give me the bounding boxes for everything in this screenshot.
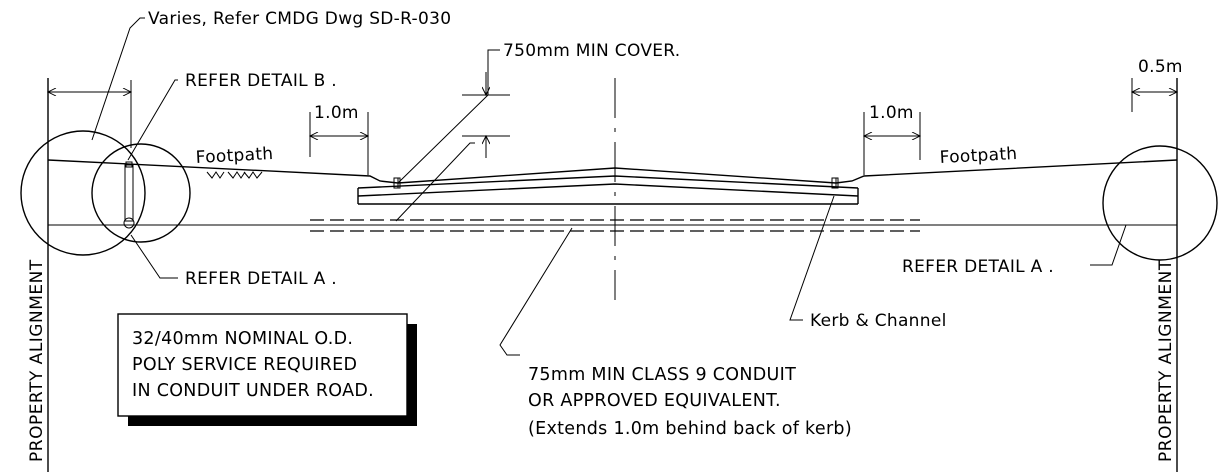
service-note-line3: IN CONDUIT UNDER ROAD. [132,381,374,401]
conduit-note-line3: (Extends 1.0m behind back of kerb) [528,419,852,439]
surface-right [835,159,1178,184]
dimension-1m-right [864,112,920,175]
footpath-right-label: Footpath [939,144,1018,168]
dimension-1m-right-label: 1.0m [869,103,914,123]
min-cover-label: 750mm MIN COVER. [503,41,681,61]
property-alignment-right-label: PROPERTY ALIGNMENT [1156,259,1176,462]
refer-detail-b-label: REFER DETAIL B . [185,71,337,91]
conduit-note-line1: 75mm MIN CLASS 9 CONDUIT [528,365,796,385]
dimension-1m-left-label: 1.0m [314,103,359,123]
footpath-left-label: Footpath [195,144,274,168]
detail-a-circle-right [1102,145,1218,261]
dimension-1m-left [310,112,368,175]
detail-a-circle-left [20,130,146,256]
service-note-box: 32/40mm NOMINAL O.D. POLY SERVICE REQUIR… [117,313,417,426]
service-riser [123,161,135,229]
property-alignment-left-label: PROPERTY ALIGNMENT [27,259,47,462]
dimension-varies [48,78,131,148]
kerb-left [393,177,401,189]
detail-b-circle [91,143,191,243]
dimension-0-5m [1132,78,1177,112]
refer-detail-a-left-label: REFER DETAIL A . [185,269,337,289]
refer-detail-a-right-label: REFER DETAIL A . [902,257,1054,277]
kerb-right [831,177,839,189]
kerb-channel-label: Kerb & Channel [810,311,947,331]
road-pavement-layers [357,167,859,205]
grass-hatching [206,171,263,179]
service-note-line1: 32/40mm NOMINAL O.D. [132,329,353,349]
varies-refer-label: Varies, Refer CMDG Dwg SD-R-030 [148,9,451,29]
dimension-min-cover [462,72,510,158]
conduit-note-line2: OR APPROVED EQUIVALENT. [528,391,781,411]
service-note-line2: POLY SERVICE REQUIRED [132,355,357,375]
leader-lines [91,17,1127,356]
dimension-0-5m-label: 0.5m [1138,57,1183,77]
surface-left [47,159,399,184]
